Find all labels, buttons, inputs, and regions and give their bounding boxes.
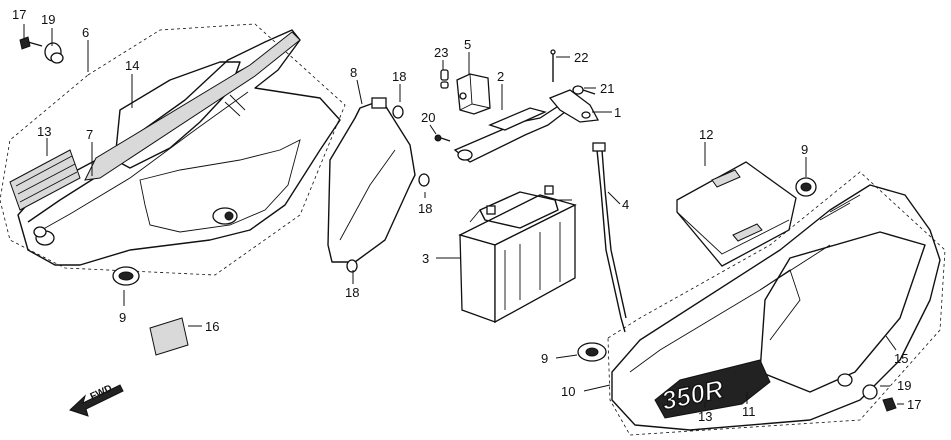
battery-holder-8 <box>327 97 430 273</box>
label-16: 16 <box>205 319 219 334</box>
leader-lines <box>23 24 904 408</box>
fuse-23 <box>440 69 449 89</box>
label-4: 4 <box>622 197 629 212</box>
label-3: 3 <box>422 251 429 266</box>
label-23: 23 <box>434 45 448 60</box>
stripe-7 <box>84 31 301 181</box>
grommet-9-lower <box>577 342 607 362</box>
battery-3 <box>458 185 577 324</box>
label-19-top: 19 <box>41 12 55 27</box>
forward-arrow-icon: FWD <box>69 383 124 417</box>
label-11: 11 <box>742 404 756 419</box>
label-14: 14 <box>125 58 139 73</box>
bolt-17-top <box>19 36 43 50</box>
label-15: 15 <box>894 351 908 366</box>
grommet-9-left <box>112 266 140 286</box>
screw-20 <box>434 134 451 142</box>
label-17-top: 17 <box>12 7 26 22</box>
bolt-17-bottom <box>882 397 897 412</box>
left-mark-decal <box>9 149 81 211</box>
left-side-cover <box>0 23 346 276</box>
label-18-c: 18 <box>345 285 359 300</box>
label-22: 22 <box>574 50 588 65</box>
right-side-cover <box>607 171 946 436</box>
label-1: 1 <box>614 105 621 120</box>
bolt-21 <box>572 85 596 95</box>
label-10: 10 <box>561 384 575 399</box>
label-12: 12 <box>699 127 713 142</box>
relay-5 <box>456 73 491 115</box>
label-9-right-top: 9 <box>801 142 808 157</box>
breather-tube-4 <box>592 142 627 333</box>
part-number-labels: 17 19 6 14 13 7 9 16 8 18 18 18 23 5 2 2… <box>12 7 921 424</box>
label-18-b: 18 <box>418 201 432 216</box>
label-17-bottom: 17 <box>907 397 921 412</box>
label-21: 21 <box>600 81 614 96</box>
label-2: 2 <box>497 69 504 84</box>
label-20: 20 <box>421 110 435 125</box>
label-13-right: 13 <box>698 409 712 424</box>
bracket-1 <box>548 89 600 123</box>
label-8: 8 <box>350 65 357 80</box>
label-5: 5 <box>464 37 471 52</box>
pin-22 <box>550 49 556 82</box>
label-19-bottom: 19 <box>897 378 911 393</box>
label-9-left: 9 <box>119 310 126 325</box>
label-7: 7 <box>86 127 93 142</box>
emblem-text: 350R <box>659 374 726 416</box>
caution-label-16 <box>149 317 189 356</box>
grommet-19-bottom <box>862 384 878 400</box>
label-6: 6 <box>82 25 89 40</box>
grommet-19-top <box>44 42 64 64</box>
label-9-lower: 9 <box>541 351 548 366</box>
label-13-left: 13 <box>37 124 51 139</box>
label-18-a: 18 <box>392 69 406 84</box>
grommet-9-right <box>795 177 817 197</box>
